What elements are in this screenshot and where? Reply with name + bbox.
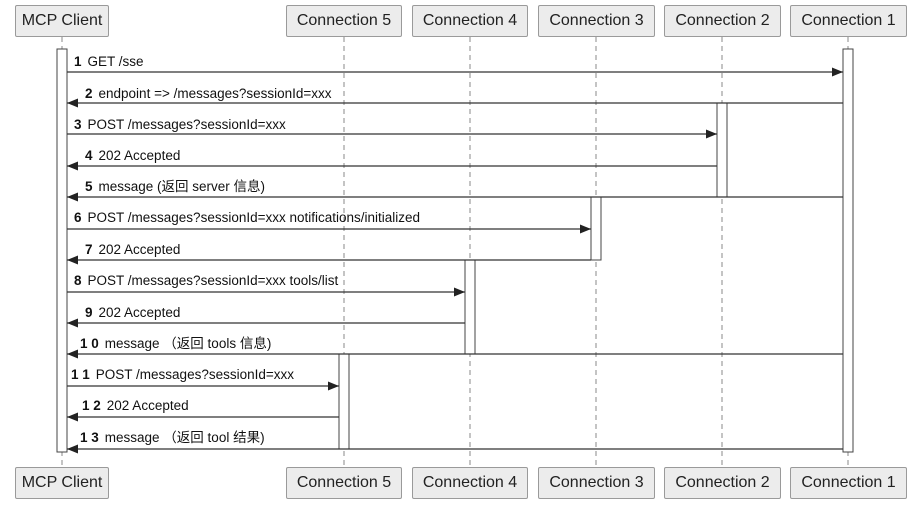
participant-box-top-mcp-client: MCP Client xyxy=(15,5,109,37)
participant-box-bottom-connection-2: Connection 2 xyxy=(664,467,781,499)
arrowhead-icon xyxy=(328,381,339,391)
message-number: 9 xyxy=(85,305,93,320)
message-label: 4 202 Accepted xyxy=(85,148,180,164)
arrowhead-icon xyxy=(832,67,843,77)
message-number: 1 3 xyxy=(80,430,99,445)
message-number: 7 xyxy=(85,242,93,257)
message-label: 1 2 202 Accepted xyxy=(82,398,189,414)
message-label: 9 202 Accepted xyxy=(85,305,180,321)
message-label: 7 202 Accepted xyxy=(85,242,180,258)
participant-box-bottom-connection-1: Connection 1 xyxy=(790,467,907,499)
message-label: 1 GET /sse xyxy=(74,54,144,70)
message-text: message （返回 tool 结果) xyxy=(104,430,265,445)
message-label: 1 0 message （返回 tools 信息) xyxy=(80,336,271,352)
participant-box-top-connection-2: Connection 2 xyxy=(664,5,781,37)
participant-box-bottom-mcp-client: MCP Client xyxy=(15,467,109,499)
arrowhead-icon xyxy=(454,287,465,297)
message-number: 3 xyxy=(74,117,82,132)
message-text: 202 Accepted xyxy=(98,148,181,163)
message-number: 1 1 xyxy=(71,367,90,382)
participant-box-top-connection-3: Connection 3 xyxy=(538,5,655,37)
message-text: POST /messages?sessionId=xxx tools/list xyxy=(87,273,339,288)
message-number: 1 0 xyxy=(80,336,99,351)
participant-box-bottom-connection-5: Connection 5 xyxy=(286,467,402,499)
message-text: message (返回 server 信息) xyxy=(98,179,266,194)
message-number: 6 xyxy=(74,210,82,225)
message-text: 202 Accepted xyxy=(98,305,181,320)
message-label: 3 POST /messages?sessionId=xxx xyxy=(74,117,286,133)
message-text: 202 Accepted xyxy=(106,398,189,413)
arrowhead-icon xyxy=(67,161,78,171)
participant-box-top-connection-4: Connection 4 xyxy=(412,5,528,37)
arrowhead-icon xyxy=(67,255,78,265)
message-text: 202 Accepted xyxy=(98,242,181,257)
message-label: 8 POST /messages?sessionId=xxx tools/list xyxy=(74,273,338,289)
participant-box-top-connection-1: Connection 1 xyxy=(790,5,907,37)
activation-bar-mcp-client xyxy=(56,48,68,453)
activation-bar-connection-3 xyxy=(590,196,602,261)
arrowhead-icon xyxy=(67,192,78,202)
message-label: 5 message (返回 server 信息) xyxy=(85,179,265,195)
arrowhead-icon xyxy=(580,224,591,234)
arrowhead-icon xyxy=(67,444,78,454)
participant-box-bottom-connection-3: Connection 3 xyxy=(538,467,655,499)
message-label: 1 3 message （返回 tool 结果) xyxy=(80,430,265,446)
message-text: endpoint => /messages?sessionId=xxx xyxy=(98,86,332,101)
arrowhead-icon xyxy=(67,98,78,108)
activation-bar-connection-2 xyxy=(716,102,728,198)
message-text: POST /messages?sessionId=xxx notificatio… xyxy=(87,210,421,225)
activation-bar-connection-4 xyxy=(464,259,476,355)
message-number: 8 xyxy=(74,273,82,288)
arrowhead-icon xyxy=(67,318,78,328)
participant-box-bottom-connection-4: Connection 4 xyxy=(412,467,528,499)
message-text: POST /messages?sessionId=xxx xyxy=(95,367,294,382)
participant-box-top-connection-5: Connection 5 xyxy=(286,5,402,37)
message-text: message （返回 tools 信息) xyxy=(104,336,272,351)
message-number: 2 xyxy=(85,86,93,101)
message-label: 1 1 POST /messages?sessionId=xxx xyxy=(71,367,294,383)
message-label: 6 POST /messages?sessionId=xxx notificati… xyxy=(74,210,420,226)
activation-bar-connection-5 xyxy=(338,353,350,450)
arrowhead-icon xyxy=(67,412,78,422)
activation-bar-connection-1 xyxy=(842,48,854,453)
message-number: 4 xyxy=(85,148,93,163)
arrowhead-icon xyxy=(67,349,78,359)
message-number: 5 xyxy=(85,179,93,194)
message-number: 1 xyxy=(74,54,82,69)
message-text: GET /sse xyxy=(87,54,144,69)
message-text: POST /messages?sessionId=xxx xyxy=(87,117,286,132)
message-number: 1 2 xyxy=(82,398,101,413)
message-label: 2 endpoint => /messages?sessionId=xxx xyxy=(85,86,332,102)
arrowhead-icon xyxy=(706,129,717,139)
